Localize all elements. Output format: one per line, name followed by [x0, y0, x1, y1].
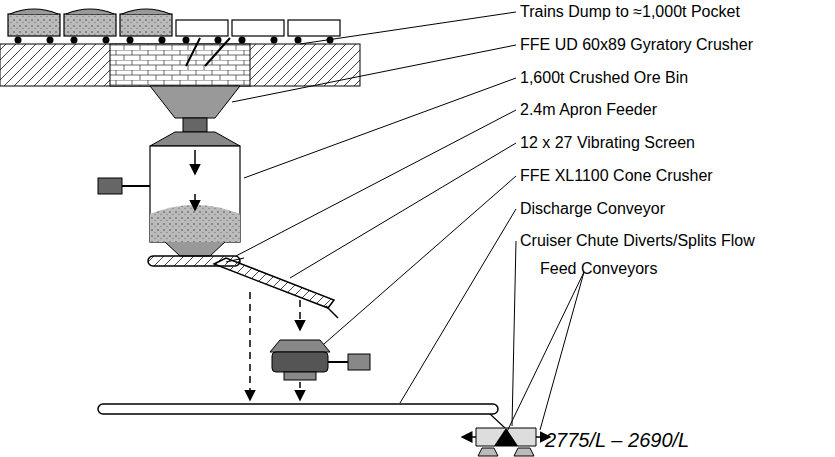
callout-label: 1,600t Crushed Ore Bin	[520, 68, 688, 88]
callout-label: FFE UD 60x89 Gyratory Crusher	[520, 35, 753, 55]
callout-label: Feed Conveyors	[540, 259, 657, 279]
callout-label: Discharge Conveyor	[520, 199, 665, 219]
callout-label: 2.4m Apron Feeder	[520, 100, 657, 120]
callout-label: 12 x 27 Vibrating Screen	[520, 133, 695, 153]
callout-label: FFE XL1100 Cone Crusher	[520, 166, 713, 186]
level-note: 2775/L – 2690/L	[545, 428, 689, 452]
callout-label: Cruiser Chute Diverts/Splits Flow	[520, 231, 755, 251]
callout-label: Trains Dump to ≈1,000t Pocket	[520, 2, 740, 22]
